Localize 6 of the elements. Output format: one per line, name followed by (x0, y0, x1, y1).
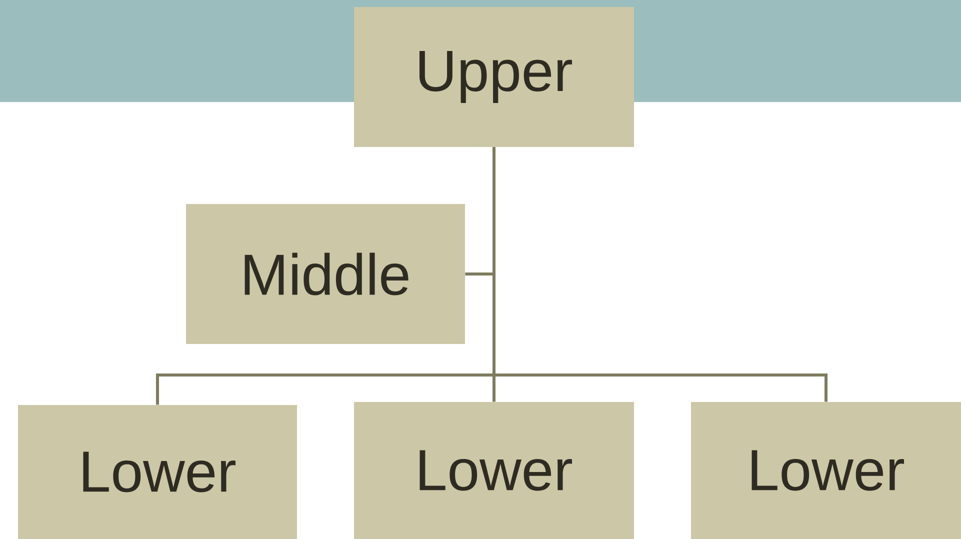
org-box: Lower (18, 405, 297, 539)
org-box: Lower (691, 402, 961, 539)
org-box: Upper (354, 7, 634, 147)
org-box: Lower (354, 402, 634, 539)
org-box: Middle (186, 204, 465, 344)
connector-line (492, 147, 828, 402)
